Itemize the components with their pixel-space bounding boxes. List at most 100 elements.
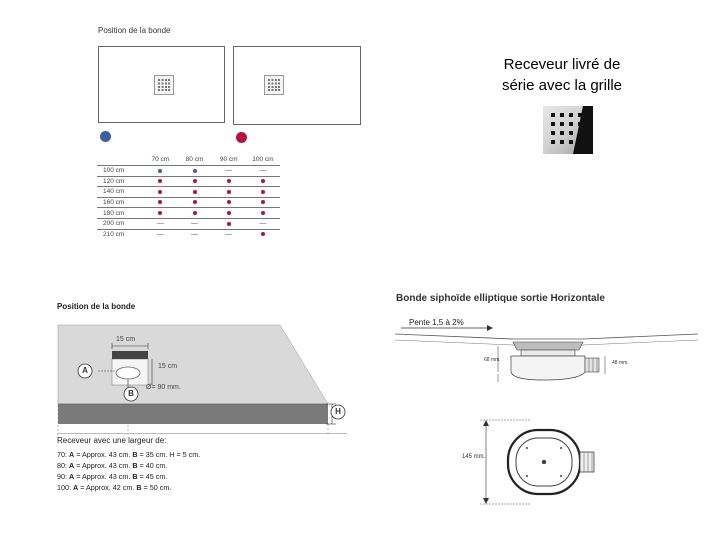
spec-bv: = 50 cm.	[141, 483, 172, 492]
slope-label: Pente 1,5 à 2%	[409, 318, 464, 327]
table-cell	[143, 165, 178, 177]
table-cell	[143, 196, 178, 208]
table-cell	[245, 175, 280, 187]
row-label: 180 cm	[97, 207, 144, 219]
table-cell: —	[211, 165, 246, 177]
width-spec-line: 90: A = Approx. 43 cm. B = 45 cm.	[57, 471, 200, 482]
spec-b: B	[132, 472, 138, 481]
red-dot	[260, 189, 265, 194]
table-cell: —	[177, 217, 212, 230]
row-label: 100 cm	[97, 165, 144, 177]
column-header: 100 cm	[252, 156, 274, 163]
dim-145-label: 145 mm.	[462, 454, 486, 460]
dash-mark: —	[225, 167, 233, 175]
red-dot	[260, 179, 265, 184]
table-cell	[245, 186, 280, 198]
table-cell: —	[211, 228, 246, 240]
column-header: 80 cm	[185, 156, 204, 163]
spec-bv: = 40 cm.	[137, 461, 168, 470]
siphon-side-view	[394, 325, 699, 382]
blue-dot	[158, 168, 163, 173]
table-cell	[245, 207, 280, 219]
red-dot	[192, 189, 197, 194]
row-label: 210 cm	[97, 228, 144, 240]
table-cell	[211, 196, 246, 208]
bottom-right-title: Bonde siphoïde elliptique sortie Horizon…	[396, 293, 605, 304]
red-dot	[158, 210, 163, 215]
marker-b: B	[128, 389, 134, 398]
table-cell	[177, 207, 212, 219]
table-cell: —	[143, 228, 178, 240]
tray-outline-small	[233, 46, 361, 125]
shower-tray-3d-diagram	[57, 324, 346, 435]
dash-mark: —	[191, 230, 198, 238]
table-row: 210 cm — — —	[97, 228, 280, 240]
red-dot	[260, 232, 265, 237]
spec-a: A	[69, 472, 75, 481]
spec-w: 70:	[57, 450, 67, 459]
spec-a: A	[69, 450, 75, 459]
table-row: 160 cm	[97, 196, 280, 208]
red-dot	[260, 210, 265, 215]
table-row: 180 cm	[97, 207, 280, 219]
width-spec-line: 80: A = Approx. 43 cm. B = 40 cm.	[57, 460, 200, 471]
red-dot	[226, 179, 231, 184]
row-label: 160 cm	[97, 196, 144, 208]
table-cell	[143, 175, 178, 187]
divider	[57, 433, 347, 434]
column-header: 70 cm	[151, 156, 170, 163]
red-dot	[192, 179, 197, 184]
spec-a: A	[73, 483, 79, 492]
dash-mark: —	[156, 220, 164, 228]
dim-68-label: 68 mm.	[484, 357, 501, 363]
spec-b: B	[132, 461, 138, 470]
table-cell	[177, 175, 212, 187]
table-cell	[143, 207, 178, 219]
dim-48-label: 48 mm.	[612, 360, 629, 366]
caption-line: série avec la grille	[501, 77, 623, 94]
red-dot	[158, 189, 163, 194]
table-cell	[211, 217, 246, 230]
dash-mark: —	[225, 230, 233, 238]
dash-mark: —	[191, 220, 198, 228]
spec-b: B	[132, 450, 138, 459]
table-cell: —	[143, 217, 178, 230]
table-cell	[211, 207, 246, 219]
dash-mark: —	[259, 167, 267, 175]
table-row: 140 cm	[97, 186, 280, 198]
drain-grid-icon	[264, 75, 284, 95]
table-header-row: 70 cm 80 cm 90 cm 100 cm	[97, 156, 280, 166]
table-row: 120 cm	[97, 175, 280, 187]
width-spec-line: 70: A = Approx. 43 cm. B = 35 cm. H = 5 …	[57, 449, 200, 460]
spec-a: A	[69, 461, 75, 470]
row-label: 140 cm	[97, 186, 144, 198]
table-cell	[177, 186, 212, 198]
table-cell: —	[177, 228, 212, 240]
dash-mark: —	[156, 230, 164, 238]
spec-av: = Approx. 42 cm.	[78, 483, 137, 492]
bottom-left-title: Position de la bonde	[57, 302, 136, 311]
diameter-label: Ø= 90 mm.	[146, 384, 181, 391]
row-label: 120 cm	[97, 175, 144, 187]
table-cell: —	[245, 217, 280, 230]
tray-outline-large	[98, 46, 225, 123]
red-dot	[226, 200, 231, 205]
spec-w: 90:	[57, 472, 67, 481]
table-row: 100 cm — —	[97, 165, 280, 177]
column-header: 90 cm	[219, 156, 238, 163]
spec-b: B	[136, 483, 142, 492]
red-dot	[226, 221, 231, 226]
grid-caption: Receveur livré de série avec la grille	[486, 54, 638, 96]
legend-blue-dot	[100, 131, 111, 142]
marker-h: H	[335, 407, 341, 416]
width-subtitle: Receveur avec une largeur de:	[57, 436, 167, 445]
spec-bv: = 45 cm.	[137, 472, 168, 481]
spec-av: = Approx. 43 cm.	[74, 472, 133, 481]
width-spec-line: 100: A = Approx. 42 cm. B = 50 cm.	[57, 482, 200, 493]
table-cell	[177, 165, 212, 177]
spec-bv: = 35 cm. H = 5 cm.	[137, 450, 201, 459]
caption-line: Receveur livré de	[503, 56, 621, 73]
siphon-top-view	[480, 419, 595, 505]
spec-av: = Approx. 43 cm.	[74, 450, 133, 459]
